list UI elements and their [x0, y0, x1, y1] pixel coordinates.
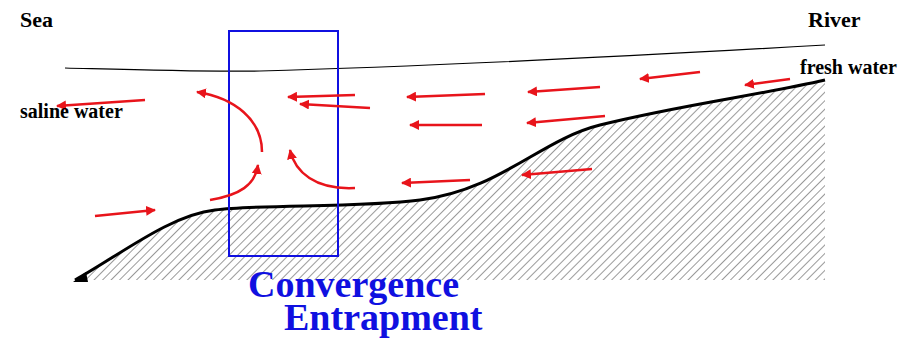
convergence-zone [229, 31, 338, 256]
bed-corner [73, 272, 88, 282]
water-label: saline water [20, 100, 123, 122]
water-surface [65, 45, 825, 71]
water-label: fresh water [800, 56, 897, 78]
bed-line [75, 80, 825, 280]
region-label: Sea [20, 8, 53, 32]
zone-title: Entrapment [284, 297, 482, 339]
sea-bed [75, 80, 825, 280]
flow-arrows [57, 72, 790, 216]
region-label: River [808, 8, 861, 32]
